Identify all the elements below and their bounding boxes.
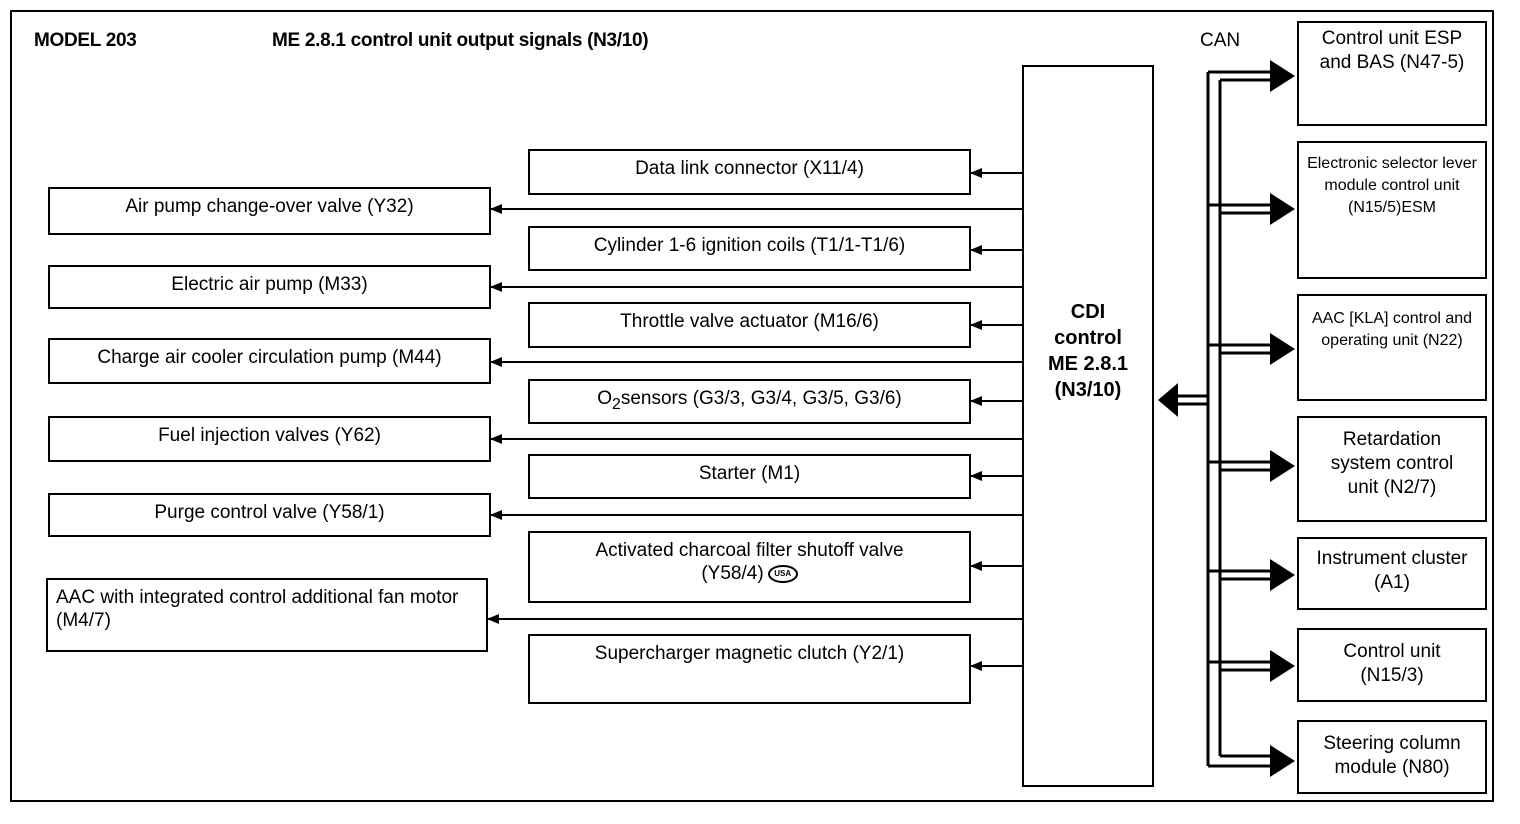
ignition-coils-label: Cylinder 1-6 ignition coils (T1/1-T1/6) <box>593 235 906 256</box>
throttle-valve-actuator-box: Throttle valve actuator (M16/6) <box>528 302 971 348</box>
aac-fan-motor-label: AAC with integrated control additional f… <box>56 587 459 631</box>
cdi-line-1: CDI <box>1070 301 1106 323</box>
esp-bas-control-unit-box: Control unit ESP and BAS (N47-5) <box>1297 21 1487 126</box>
air-pump-change-over-valve-box: Air pump change-over valve (Y32) <box>48 187 491 235</box>
steering-column-module-box: Steering column module (N80) <box>1297 720 1487 794</box>
charcoal-filter-code: (Y58/4) <box>701 563 764 584</box>
cdi-control-unit-text: CDI control ME 2.8.1 (N3/10) <box>1024 299 1152 403</box>
can-arrow-retardation <box>1270 450 1295 482</box>
purge-control-valve-box: Purge control valve (Y58/1) <box>48 493 491 537</box>
charcoal-filter-valve-box: Activated charcoal filter shutoff valve … <box>528 531 971 603</box>
charge-air-cooler-pump-label: Charge air cooler circulation pump (M44) <box>97 347 442 368</box>
data-link-connector-label: Data link connector (X11/4) <box>635 158 864 179</box>
purge-control-valve-label: Purge control valve (Y58/1) <box>154 502 385 523</box>
model-label: MODEL 203 <box>34 30 137 51</box>
cdi-control-unit-box: CDI control ME 2.8.1 (N3/10) <box>1022 65 1154 787</box>
aac-fan-motor-box: AAC with integrated control additional f… <box>46 578 488 652</box>
esm-control-unit-label: Electronic selector lever module control… <box>1307 155 1477 216</box>
diagram-title: ME 2.8.1 control unit output signals (N3… <box>272 30 649 51</box>
retardation-control-unit-label: Retardation system control unit (N2/7) <box>1330 429 1454 498</box>
o2-sensors-box: O2sensors (G3/3, G3/4, G3/5, G3/6) <box>528 379 971 424</box>
charcoal-filter-label: Activated charcoal filter shutoff valve <box>595 540 904 561</box>
charge-air-cooler-pump-box: Charge air cooler circulation pump (M44) <box>48 338 491 384</box>
supercharger-clutch-box: Supercharger magnetic clutch (Y2/1) <box>528 634 971 704</box>
o2-sensors-text: O2sensors (G3/3, G3/4, G3/5, G3/6) <box>597 387 902 416</box>
o2-subscript: 2 <box>612 395 621 413</box>
electric-air-pump-box: Electric air pump (M33) <box>48 265 491 309</box>
can-arrow-n15-3 <box>1270 650 1295 682</box>
fuel-injection-valves-label: Fuel injection valves (Y62) <box>158 425 381 446</box>
can-arrow-instrument <box>1270 559 1295 591</box>
instrument-cluster-box: Instrument cluster (A1) <box>1297 537 1487 610</box>
aac-kla-control-unit-label: AAC [KLA] control and operating unit (N2… <box>1311 310 1473 349</box>
usa-badge-icon: USA <box>767 564 798 583</box>
throttle-valve-actuator-label: Throttle valve actuator (M16/6) <box>620 311 879 332</box>
diagram-frame <box>10 10 1494 802</box>
can-label: CAN <box>1200 30 1241 51</box>
starter-box: Starter (M1) <box>528 454 971 499</box>
o2-sensors-label: sensors (G3/3, G3/4, G3/5, G3/6) <box>620 388 902 409</box>
can-arrow-esp <box>1270 60 1295 92</box>
o2-prefix: O <box>597 388 613 409</box>
fuel-injection-valves-box: Fuel injection valves (Y62) <box>48 416 491 462</box>
air-pump-change-over-valve-label: Air pump change-over valve (Y32) <box>125 196 414 217</box>
steering-column-module-label: Steering column module (N80) <box>1323 733 1461 778</box>
can-arrow-esm <box>1270 193 1295 225</box>
retardation-control-unit-box: Retardation system control unit (N2/7) <box>1297 416 1487 522</box>
esm-control-unit-box: Electronic selector lever module control… <box>1297 141 1487 279</box>
cdi-line-2: control <box>1054 327 1122 349</box>
electric-air-pump-label: Electric air pump (M33) <box>171 274 368 295</box>
ignition-coils-box: Cylinder 1-6 ignition coils (T1/1-T1/6) <box>528 226 971 271</box>
n15-3-control-unit-box: Control unit (N15/3) <box>1297 628 1487 702</box>
supercharger-clutch-label: Supercharger magnetic clutch (Y2/1) <box>594 643 905 664</box>
data-link-connector-box: Data link connector (X11/4) <box>528 149 971 195</box>
esp-bas-control-unit-label: Control unit ESP and BAS (N47-5) <box>1319 28 1465 73</box>
cdi-line-4: (N3/10) <box>1054 379 1122 401</box>
cdi-line-3: ME 2.8.1 <box>1047 353 1129 375</box>
aac-kla-control-unit-box: AAC [KLA] control and operating unit (N2… <box>1297 294 1487 401</box>
charcoal-filter-text: Activated charcoal filter shutoff valve … <box>595 539 903 585</box>
instrument-cluster-label: Instrument cluster (A1) <box>1316 548 1468 593</box>
can-arrow-aac <box>1270 333 1295 365</box>
can-bus <box>1174 70 1272 768</box>
n15-3-control-unit-label: Control unit (N15/3) <box>1343 641 1441 686</box>
can-arrow-cdi <box>1158 383 1178 417</box>
can-arrow-steering <box>1270 745 1295 777</box>
can-arrowheads <box>1158 60 1295 777</box>
starter-label: Starter (M1) <box>698 463 801 484</box>
